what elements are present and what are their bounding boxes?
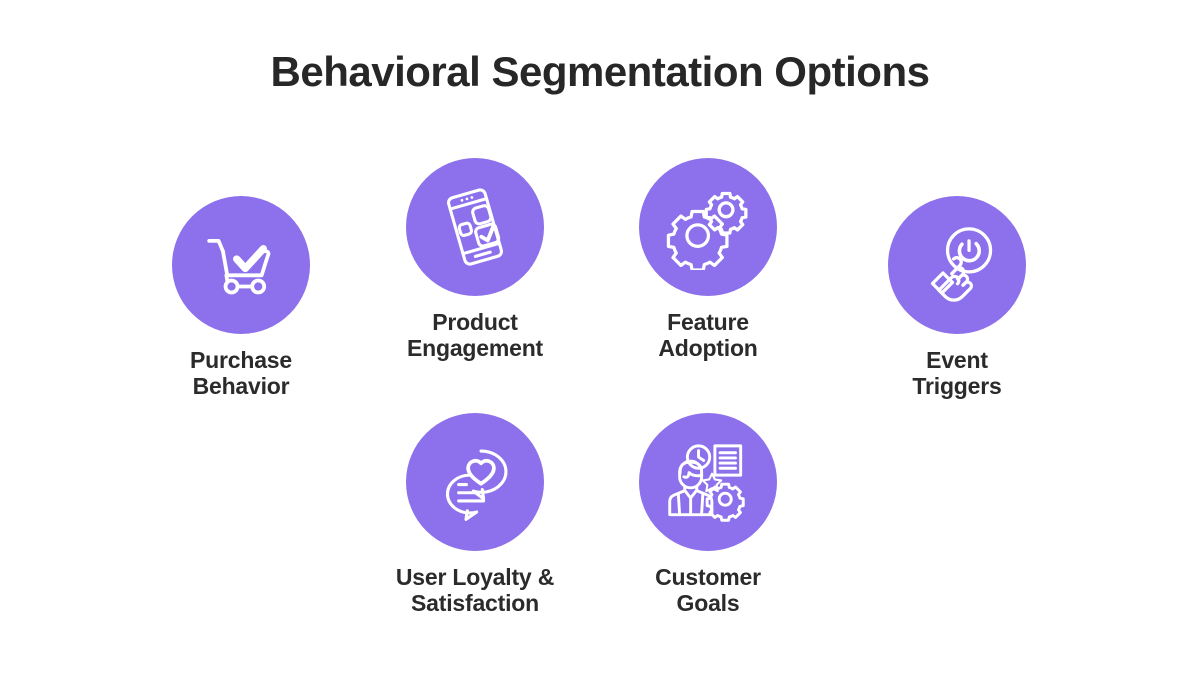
item-feature-adoption[interactable]: Feature Adoption [593,158,823,362]
item-label-event-triggers: Event Triggers [912,347,1002,399]
page-title: Behavioral Segmentation Options [270,48,930,95]
item-label-customer-goals: Customer Goals [655,564,761,616]
item-label-user-loyalty-satisfaction: User Loyalty & Satisfaction [395,564,555,616]
icon-circle-product-engagement[interactable] [406,158,544,296]
icon-circle-customer-goals[interactable] [639,413,777,551]
item-label-purchase-behavior: Purchase Behavior [190,347,292,399]
item-customer-goals[interactable]: Customer Goals [593,413,823,617]
item-user-loyalty-satisfaction[interactable]: User Loyalty & Satisfaction [360,413,590,617]
item-purchase-behavior[interactable]: Purchase Behavior [126,196,356,400]
icon-circle-user-loyalty-satisfaction[interactable] [406,413,544,551]
item-label-feature-adoption: Feature Adoption [658,309,758,361]
gears-icon [665,184,751,270]
icon-circle-event-triggers[interactable] [888,196,1026,334]
person-clock-document-star-gear-icon [665,439,751,525]
shopping-cart-check-icon [198,222,284,308]
icon-circle-purchase-behavior[interactable] [172,196,310,334]
icon-circle-feature-adoption[interactable] [639,158,777,296]
hand-pressing-power-button-icon [914,222,1000,308]
item-product-engagement[interactable]: Product Engagement [360,158,590,362]
speech-bubbles-heart-icon [432,439,518,525]
item-label-product-engagement: Product Engagement [406,309,544,361]
item-event-triggers[interactable]: Event Triggers [842,196,1072,400]
smartphone-app-check-icon [432,184,518,270]
